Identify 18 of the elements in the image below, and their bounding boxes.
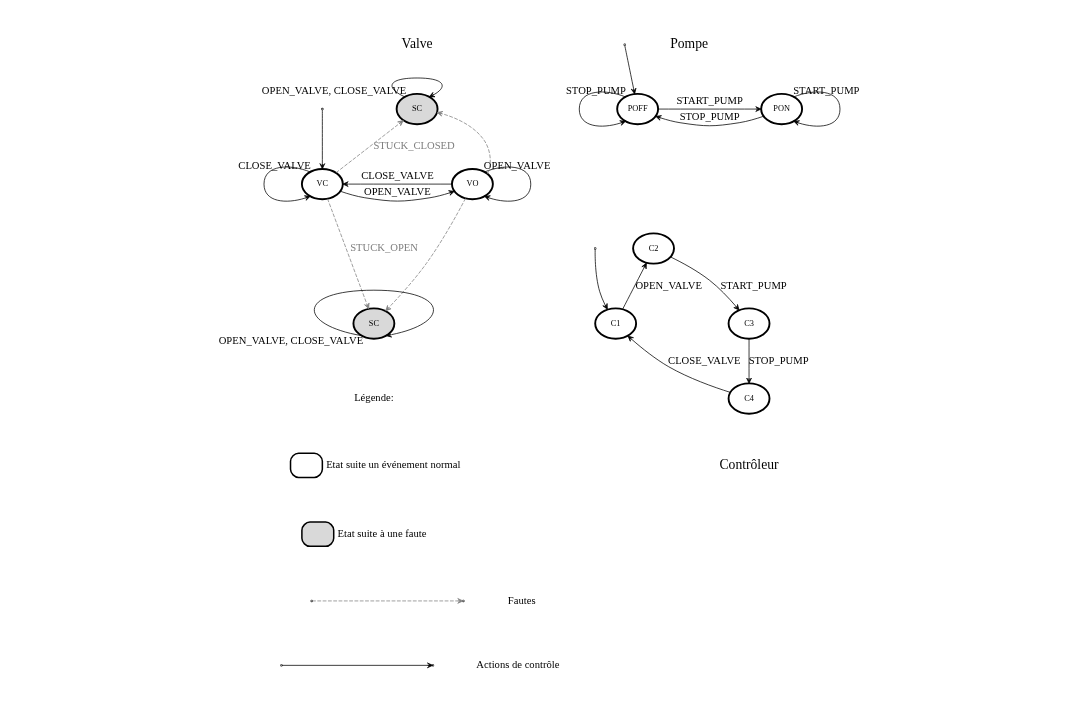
label: Contrôleur: [719, 456, 779, 472]
edge-label: CLOSE_VALVE: [668, 354, 741, 366]
edge-label: START_PUMP: [720, 279, 787, 291]
legend-label: Fautes: [507, 594, 536, 606]
edge-label: CLOSE_VALVE: [361, 169, 434, 181]
legend-label: Etat suite à une faute: [337, 528, 427, 540]
edge-label: OPEN_VALVE: [364, 185, 431, 197]
label: Légende:: [354, 392, 394, 404]
legend-label: Etat suite un événement normal: [326, 459, 461, 471]
edge-label: STOP_PUMP: [748, 354, 809, 366]
edge-label: STUCK_OPEN: [350, 242, 419, 254]
label: Pompe: [670, 35, 709, 51]
edge-label: STUCK_CLOSED: [373, 140, 455, 152]
edge-label: OPEN_VALVE: [635, 279, 703, 291]
edge-label: START_PUMP: [676, 94, 743, 106]
edge-label: STOP_PUMP: [679, 110, 740, 122]
label: Valve: [401, 35, 433, 51]
legend-label: Actions de contrôle: [476, 659, 560, 671]
